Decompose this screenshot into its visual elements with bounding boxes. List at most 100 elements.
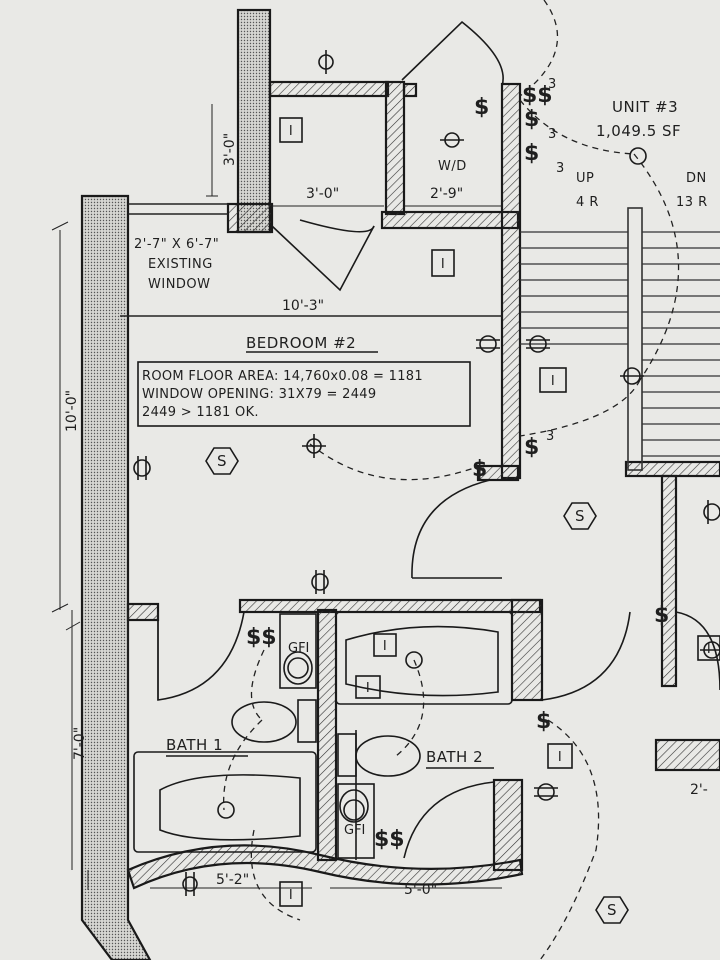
- bath1-tub: [133, 751, 317, 853]
- smoke-detector-hex: [595, 896, 629, 924]
- bath2-title: BATH 2: [426, 748, 483, 766]
- svg-text:$: $: [524, 141, 539, 166]
- receptacle: [534, 783, 558, 801]
- wall-closet-right: [384, 80, 406, 216]
- labels: UNIT #3 1,049.5 SF UP 4 R DN 13 R W/D 3'…: [64, 98, 708, 898]
- receptacle: [526, 335, 550, 353]
- bath-depth-dim: 7'-0": [72, 727, 88, 760]
- bath2-toilet-tank: [337, 733, 357, 777]
- wall-box: [355, 675, 381, 699]
- svg-text:$: $: [524, 107, 539, 132]
- right-unit-wall-low: [654, 738, 720, 772]
- bedroom-depth-dim: 10'-0": [64, 390, 80, 432]
- receptacle: [182, 872, 198, 896]
- gfi-label: GFI: [288, 641, 309, 656]
- receptacle: [703, 500, 720, 524]
- unit-name: UNIT #3: [612, 98, 678, 116]
- receptacle: [700, 641, 720, 659]
- svg-text:$$: $$: [246, 625, 277, 650]
- bath1-toilet-tank: [297, 699, 317, 743]
- ceiling-light: [629, 147, 647, 165]
- wall-bath2-right-low: [492, 778, 524, 872]
- bath2-sink: [339, 789, 369, 823]
- svg-text:$$: $$: [374, 827, 405, 852]
- svg-text:S: S: [607, 901, 617, 919]
- stair-up-label: UP: [576, 171, 594, 186]
- receptacle: [318, 50, 334, 74]
- svg-text:I: I: [289, 888, 293, 903]
- walls: [80, 8, 720, 960]
- svg-text:I: I: [707, 642, 711, 657]
- bath1-width-dim: 5'-2": [216, 872, 249, 888]
- stair-down-label: DN: [686, 171, 707, 186]
- unit-area: 1,049.5 SF: [596, 122, 681, 140]
- bath1-light: [217, 801, 235, 819]
- stair: [520, 207, 720, 471]
- chimney-column: [236, 8, 272, 234]
- wall-box: [697, 635, 720, 661]
- closet-depth-dim: 3'-0": [222, 133, 238, 166]
- wall-wd-bottom: [380, 210, 520, 230]
- wall-bath2-right: [510, 598, 544, 702]
- receptacle: [302, 434, 326, 458]
- wall-box: [539, 367, 567, 393]
- svg-text:$: $: [524, 435, 539, 460]
- bath2-toilet-bowl: [355, 735, 421, 777]
- switches: $ $$ 3 $ 3 $ 3 $ 3 $ $$ $$ $ $: [246, 77, 669, 852]
- svg-text:I: I: [441, 257, 445, 272]
- svg-text:3: 3: [548, 127, 556, 142]
- svg-text:$: $: [472, 457, 487, 482]
- light-glyphs: I I I I I I I I: [289, 124, 711, 903]
- wall-bath-top: [238, 598, 542, 614]
- receptacle: [133, 456, 151, 480]
- right-unit-wall: [660, 474, 678, 688]
- receptacle: [620, 367, 644, 385]
- wall-right-door-jamb: [476, 464, 520, 482]
- wall-bath1-left-stub: [126, 602, 160, 622]
- exterior-wall: [80, 194, 152, 960]
- window-line2: WINDOW: [148, 277, 211, 292]
- stair-up-risers: 4 R: [576, 195, 599, 210]
- bath1-sink: [283, 651, 313, 685]
- bedroom-title: BEDROOM #2: [246, 334, 356, 352]
- svg-text:I: I: [558, 750, 562, 765]
- svg-text:$: $: [654, 603, 669, 628]
- svg-text:$: $: [474, 95, 489, 120]
- svg-text:3: 3: [556, 161, 564, 176]
- receptacle: [311, 570, 329, 594]
- circuits: [223, 0, 680, 960]
- edge-dim: 2'-: [690, 782, 708, 798]
- wall-bath-bottom: [126, 844, 524, 890]
- svg-text:S: S: [217, 452, 227, 470]
- calc-line-1: ROOM FLOOR AREA: 14,760x0.08 = 1181: [142, 369, 423, 384]
- calc-line-2: WINDOW OPENING: 31X79 = 2449: [142, 387, 376, 402]
- wall-wd-top: [402, 82, 418, 98]
- wall-closet-top: [268, 80, 390, 98]
- receptacle: [440, 132, 464, 148]
- wall-closet-bottom: [226, 202, 274, 234]
- stair-down-risers: 13 R: [676, 195, 708, 210]
- gfi-receptacle: [343, 799, 365, 821]
- bath1-title: BATH 1: [166, 736, 223, 754]
- wall-right-upper: [500, 82, 522, 480]
- wall-box: [373, 633, 397, 657]
- smoke-detector-hex: [563, 502, 597, 530]
- smoke-detector-hex: [205, 447, 239, 475]
- bedroom-width-dim: 10'-3": [282, 298, 324, 314]
- gfi-receptacle: [287, 657, 309, 679]
- smoke-labels: S S S: [217, 452, 617, 919]
- closet-width-dim: 3'-0": [306, 186, 339, 202]
- wall-box: [279, 881, 303, 907]
- bath1-vanity: [279, 613, 317, 689]
- dimension-lines: [51, 104, 502, 890]
- svg-text:I: I: [551, 374, 555, 389]
- calc-box: [137, 361, 471, 427]
- svg-text:I: I: [289, 124, 293, 139]
- wd-width-dim: 2'-9": [430, 186, 463, 202]
- stair-landing-wall: [624, 460, 720, 478]
- calc-line-3: 2449 > 1181 OK.: [142, 405, 259, 420]
- bath1-toilet-bowl: [231, 701, 297, 743]
- laundry-label: W/D: [438, 159, 467, 174]
- receptacle: [476, 335, 500, 353]
